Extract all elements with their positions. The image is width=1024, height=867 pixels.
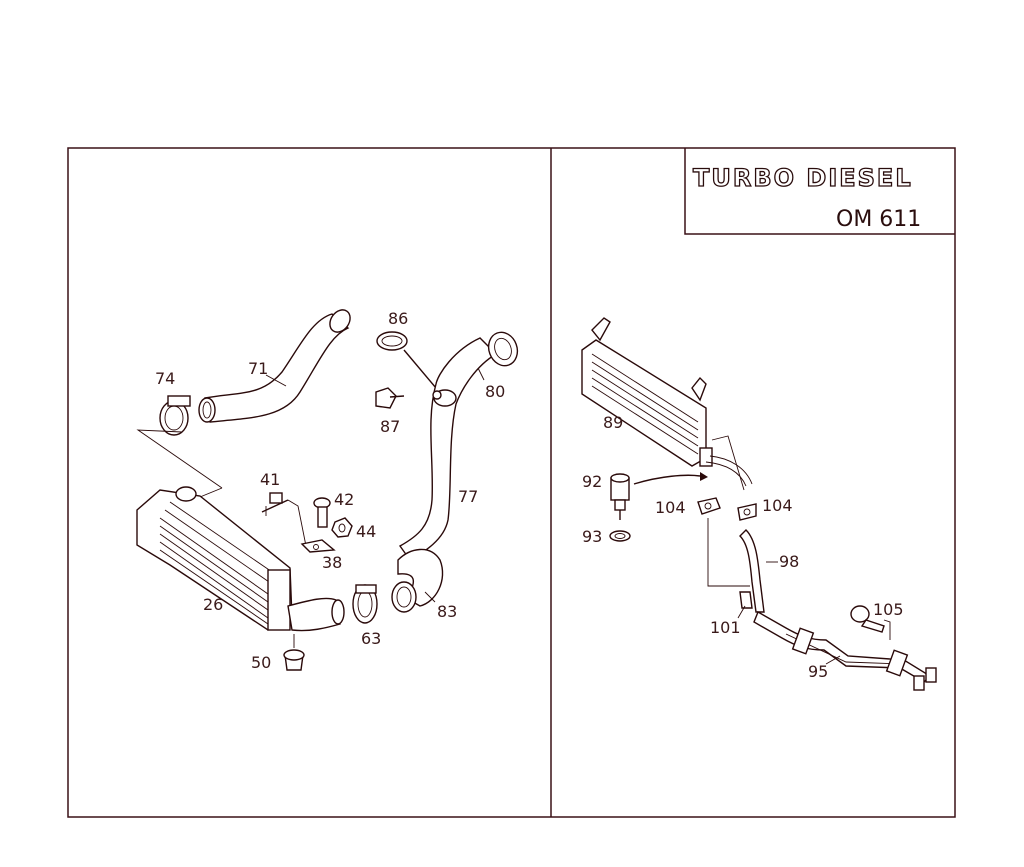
callout-92: 92 (582, 472, 602, 491)
part-41-bolt (261, 492, 289, 516)
part-77-hose (398, 331, 519, 561)
leader-101 (737, 605, 746, 619)
part-71-hose (198, 309, 351, 423)
callout-105: 105 (873, 600, 904, 619)
part-74-clamp (159, 395, 191, 436)
callout-93: 93 (582, 527, 602, 546)
part-87-sensor (375, 387, 405, 409)
leader-104-bracket (707, 518, 750, 587)
leader-83 (424, 591, 436, 603)
part-42-bolt (313, 497, 331, 528)
callout-95: 95 (808, 662, 828, 681)
callout-86: 86 (388, 309, 408, 328)
part-92-sender (610, 473, 630, 520)
part-101-hose (739, 591, 753, 609)
part-outlet-duct (287, 597, 345, 632)
diagram-frame (67, 147, 956, 818)
leader-95 (825, 655, 841, 665)
callout-38: 38 (322, 553, 342, 572)
callout-98: 98 (779, 552, 799, 571)
arrow-head (700, 472, 708, 481)
callout-44: 44 (356, 522, 376, 541)
callout-104-left: 104 (655, 498, 686, 517)
part-104-clamp-left (697, 497, 721, 515)
part-44-nut (331, 517, 353, 538)
part-83-hose (391, 548, 444, 613)
title-box: TURBO DIESEL OM 611 (684, 148, 955, 235)
leader-92-arrow (633, 474, 701, 485)
leader-86 (403, 349, 437, 389)
leader-bracket-26 (199, 487, 223, 498)
part-93-washer (609, 530, 631, 542)
callout-77: 77 (458, 487, 478, 506)
part-63-clamp (352, 584, 378, 624)
callout-71: 71 (248, 359, 268, 378)
callout-41: 41 (260, 470, 280, 489)
part-26-intercooler (136, 486, 293, 631)
part-86-clamp (376, 331, 408, 351)
callout-63: 63 (361, 629, 381, 648)
leader-80 (477, 367, 485, 381)
leader-89-bracket (711, 435, 745, 491)
part-104-clamp-right (737, 503, 757, 521)
part-50-plug (283, 649, 305, 671)
callout-89: 89 (603, 413, 623, 432)
callout-104-right: 104 (762, 496, 793, 515)
leader-bracket-74 (136, 429, 223, 489)
callout-42: 42 (334, 490, 354, 509)
callout-83: 83 (437, 602, 457, 621)
engine-code: OM 611 (836, 207, 921, 232)
part-38-bracket (300, 539, 336, 553)
callout-87: 87 (380, 417, 400, 436)
callout-50: 50 (251, 653, 271, 672)
part-105-bolt (850, 605, 885, 633)
leader-105 (883, 619, 891, 640)
leader-41-38 (287, 499, 307, 547)
callout-74: 74 (155, 369, 175, 388)
part-95-oil-lines (753, 610, 937, 691)
callout-26: 26 (203, 595, 223, 614)
part-98-pipe (739, 529, 765, 613)
part-89-tubes (705, 455, 753, 487)
leader-71 (265, 374, 287, 387)
title-text: TURBO DIESEL (693, 164, 913, 192)
callout-101: 101 (710, 618, 741, 637)
callout-80: 80 (485, 382, 505, 401)
part-89-oil-cooler (581, 317, 713, 467)
